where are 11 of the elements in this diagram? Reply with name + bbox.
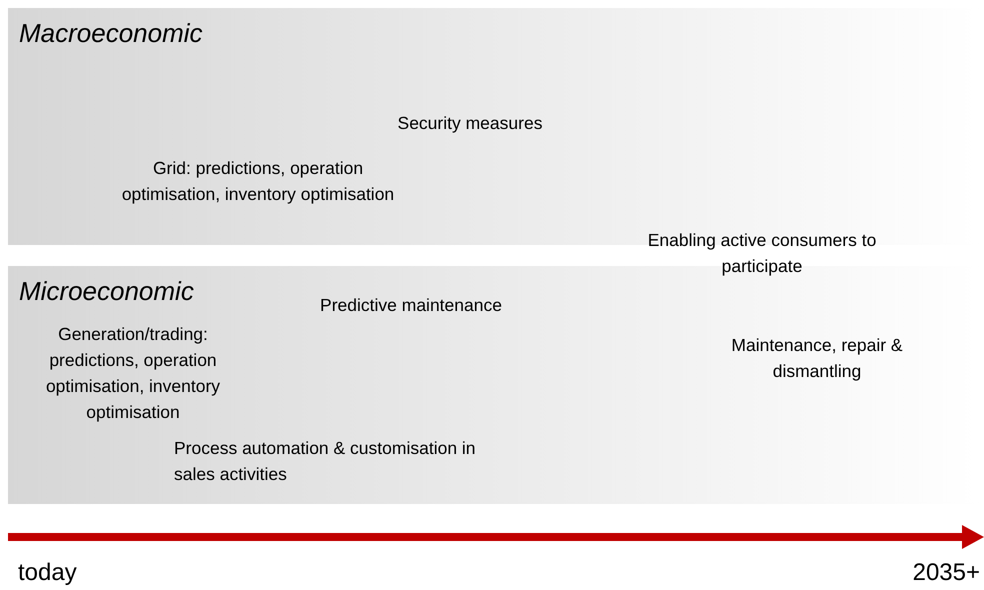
item-text: Grid: predictions, operation optimisation, inventory optimisation <box>120 157 396 206</box>
axis-label: 2035+ <box>912 558 980 588</box>
band-heading: Microeconomic <box>19 275 194 308</box>
item-text: Process automation & customisation in sales activities <box>174 437 477 486</box>
item-text: Predictive maintenance <box>319 294 503 317</box>
item-text: Maintenance, repair & dismantling <box>730 334 904 383</box>
item-text: Security measures <box>396 112 544 135</box>
band-heading: Macroeconomic <box>19 17 203 50</box>
item-text: Generation/trading: predictions, operation optimisation, inventory optimisation <box>44 323 222 424</box>
item-text: Enabling active consumers to participate <box>646 229 878 278</box>
axis-label: today <box>18 558 78 588</box>
